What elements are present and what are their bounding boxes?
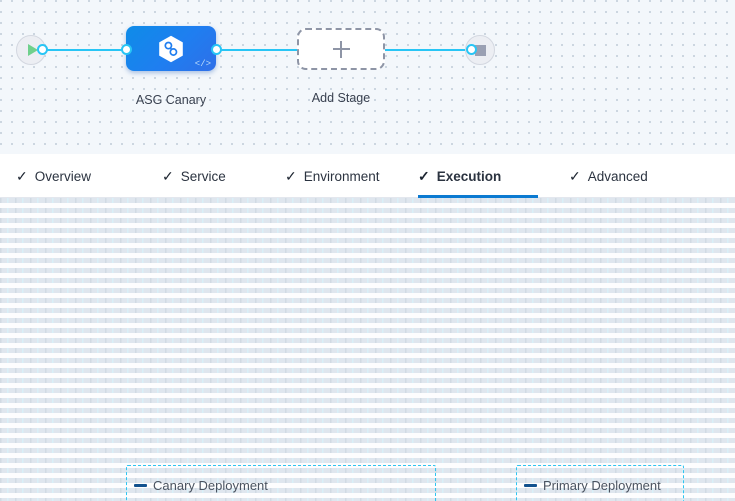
- check-icon: ✓: [569, 168, 581, 184]
- tab-environment-label: Environment: [303, 168, 380, 184]
- add-stage-button[interactable]: [297, 28, 385, 70]
- port-stage-in[interactable]: [121, 44, 132, 55]
- tab-environment[interactable]: ✓ Environment: [285, 154, 380, 198]
- tab-execution[interactable]: ✓ Execution: [418, 154, 538, 198]
- stage-config-tabbar: ✓ Overview ✓ Service ✓ Environment ✓ Exe…: [0, 154, 735, 198]
- harness-hexagon-icon: [158, 35, 184, 63]
- grid-pattern-accent: [0, 198, 735, 501]
- stop-icon: [474, 44, 486, 56]
- check-icon: ✓: [285, 168, 297, 184]
- group-label-text: Primary Deployment: [543, 478, 661, 493]
- tab-service[interactable]: ✓ Service: [162, 154, 226, 198]
- tab-execution-label: Execution: [436, 168, 502, 184]
- pipeline-end-node[interactable]: [465, 35, 495, 65]
- edge-stage-to-addstage: [212, 49, 302, 51]
- play-icon: [27, 44, 38, 56]
- stage-node-label: ASG Canary: [135, 93, 207, 107]
- check-icon: ✓: [162, 168, 174, 184]
- step-group-primary-deployment[interactable]: [516, 465, 684, 501]
- collapse-dash-icon[interactable]: [524, 484, 537, 487]
- stage-canvas[interactable]: </> ASG Canary Add Stage: [0, 0, 735, 154]
- group-label-text: Canary Deployment: [153, 478, 268, 493]
- check-icon: ✓: [418, 168, 430, 184]
- collapse-dash-icon[interactable]: [134, 484, 147, 487]
- tab-advanced[interactable]: ✓ Advanced: [569, 154, 648, 198]
- port-stage-out[interactable]: [211, 44, 222, 55]
- step-group-canary-deployment-label[interactable]: Canary Deployment: [134, 478, 268, 493]
- tab-overview-label: Overview: [34, 168, 91, 184]
- edge-start-to-stage: [40, 49, 132, 51]
- add-stage-label: Add Stage: [311, 91, 371, 105]
- port-end-in[interactable]: [466, 44, 477, 55]
- port-start-out[interactable]: [37, 44, 48, 55]
- tab-service-label: Service: [180, 168, 226, 184]
- plus-icon: [332, 40, 350, 58]
- tab-advanced-label: Advanced: [587, 168, 648, 184]
- tab-overview[interactable]: ✓ Overview: [16, 154, 91, 198]
- check-icon: ✓: [16, 168, 28, 184]
- edge-addstage-to-end: [382, 49, 472, 51]
- execution-canvas[interactable]: Canary Deployment Primary Deployment: [0, 198, 735, 501]
- grid-pattern: [0, 198, 735, 501]
- step-group-canary-deployment[interactable]: [126, 465, 436, 501]
- stage-node-asg-canary[interactable]: </>: [126, 26, 216, 71]
- step-group-primary-deployment-label[interactable]: Primary Deployment: [524, 478, 661, 493]
- code-badge-icon: </>: [194, 59, 211, 69]
